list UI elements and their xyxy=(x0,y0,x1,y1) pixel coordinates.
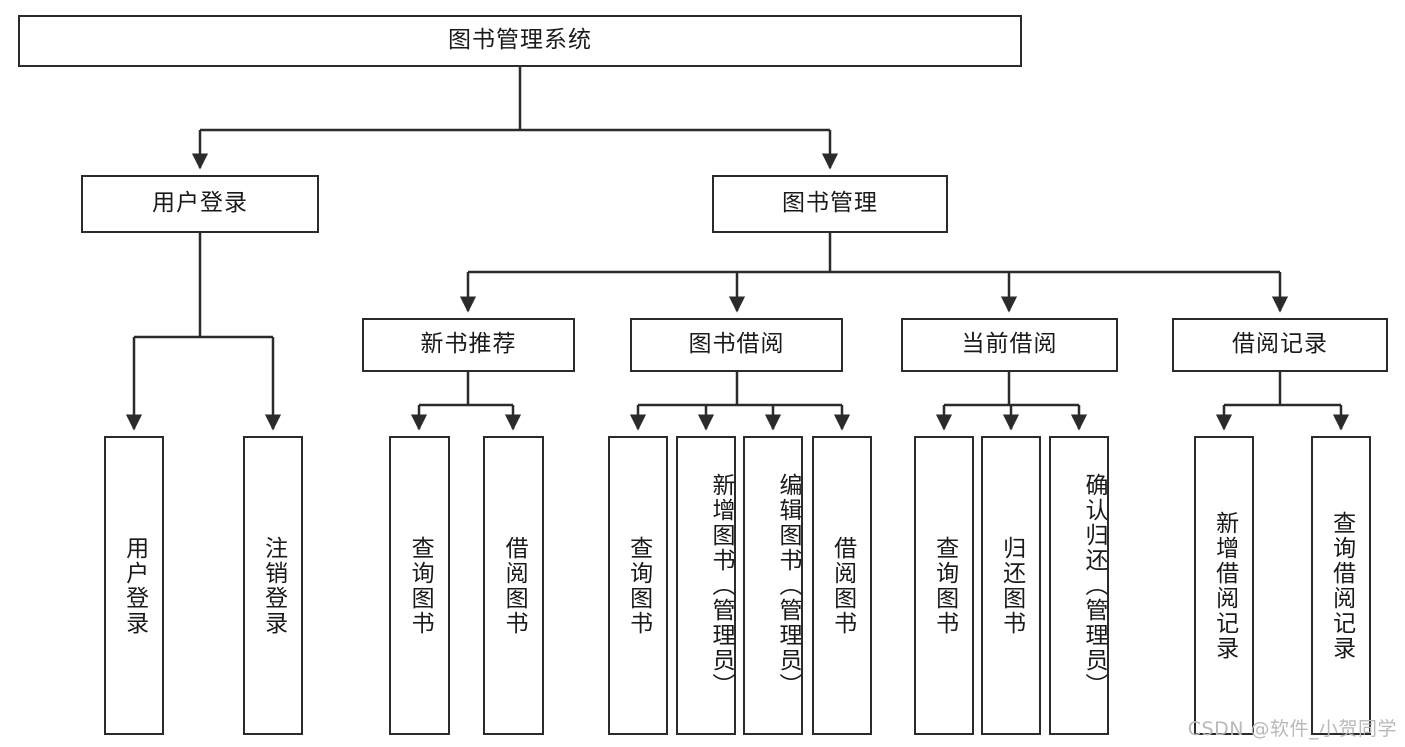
node-leaf-borrow-book-1-label: 借阅图书 xyxy=(501,535,528,636)
node-leaf-borrow-book-2-label: 借阅图书 xyxy=(829,535,856,636)
node-leaf-add-book-admin-label: 新增图书（管理员） xyxy=(708,473,734,698)
node-leaf-return-book[interactable]: 归还图书 xyxy=(981,436,1041,735)
node-book-borrow-label: 图书借阅 xyxy=(688,331,785,358)
node-leaf-query-borrow-record-label: 查询借阅记录 xyxy=(1328,510,1355,661)
node-leaf-borrow-book-1[interactable]: 借阅图书 xyxy=(483,436,544,735)
node-root-label: 图书管理系统 xyxy=(448,27,592,54)
node-leaf-borrow-book-2[interactable]: 借阅图书 xyxy=(812,436,872,735)
node-leaf-query-book-2[interactable]: 查询图书 xyxy=(608,436,668,735)
node-new-book-rec[interactable]: 新书推荐 xyxy=(362,318,575,372)
node-leaf-add-book-admin[interactable]: 新增图书（管理员） xyxy=(676,436,736,735)
node-user-login-label: 用户登录 xyxy=(152,190,248,217)
node-leaf-add-borrow-record-label: 新增借阅记录 xyxy=(1211,510,1238,661)
node-book-borrow[interactable]: 图书借阅 xyxy=(630,318,843,372)
node-book-manage-label: 图书管理 xyxy=(782,190,878,217)
node-leaf-query-book-2-label: 查询图书 xyxy=(625,535,652,636)
node-root[interactable]: 图书管理系统 xyxy=(18,15,1022,67)
node-leaf-edit-book-admin-label: 编辑图书（管理员） xyxy=(775,473,801,698)
node-new-book-rec-label: 新书推荐 xyxy=(420,331,517,358)
node-current-borrow[interactable]: 当前借阅 xyxy=(901,318,1118,372)
node-leaf-user-login[interactable]: 用户登录 xyxy=(104,436,164,735)
node-leaf-user-logout[interactable]: 注销登录 xyxy=(243,436,303,735)
node-leaf-query-book-3-label: 查询图书 xyxy=(931,535,958,636)
node-leaf-confirm-return-admin-label: 确认归还（管理员） xyxy=(1081,473,1107,698)
node-leaf-return-book-label: 归还图书 xyxy=(998,535,1025,636)
node-user-login[interactable]: 用户登录 xyxy=(81,175,319,233)
node-leaf-confirm-return-admin[interactable]: 确认归还（管理员） xyxy=(1049,436,1109,735)
watermark-text: CSDN @软件_小贺同学 xyxy=(1187,718,1397,740)
node-leaf-user-login-label: 用户登录 xyxy=(121,535,148,636)
node-leaf-add-borrow-record[interactable]: 新增借阅记录 xyxy=(1194,436,1254,735)
node-leaf-query-book-1-label: 查询图书 xyxy=(407,535,434,636)
node-leaf-query-book-1[interactable]: 查询图书 xyxy=(389,436,450,735)
node-leaf-query-borrow-record[interactable]: 查询借阅记录 xyxy=(1311,436,1371,735)
node-leaf-edit-book-admin[interactable]: 编辑图书（管理员） xyxy=(743,436,803,735)
node-borrow-record-label: 借阅记录 xyxy=(1232,331,1328,358)
node-leaf-user-logout-label: 注销登录 xyxy=(260,535,287,636)
node-current-borrow-label: 当前借阅 xyxy=(961,331,1058,358)
node-leaf-query-book-3[interactable]: 查询图书 xyxy=(914,436,974,735)
node-borrow-record[interactable]: 借阅记录 xyxy=(1172,318,1388,372)
node-book-manage[interactable]: 图书管理 xyxy=(712,175,948,233)
